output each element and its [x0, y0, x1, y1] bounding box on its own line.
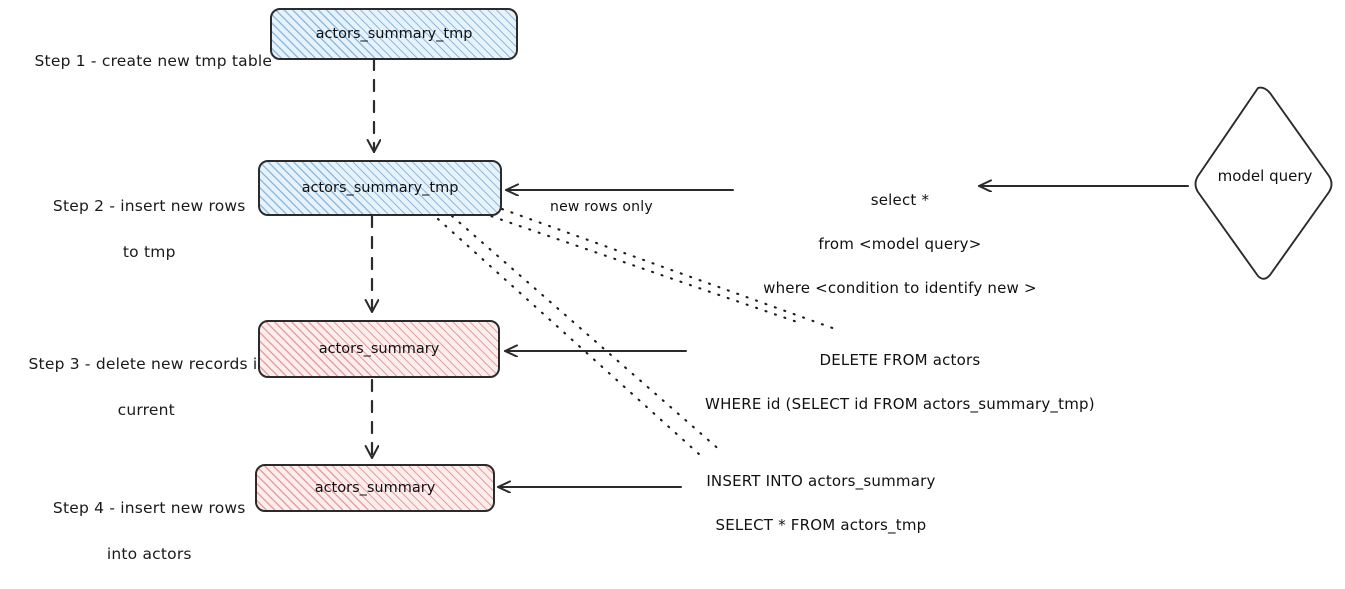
node-actors-summary-step3[interactable]: actors_summary — [258, 320, 500, 378]
delete-sql-line2: WHERE id (SELECT id FROM actors_summary_… — [705, 395, 1095, 413]
model-query-sql-line1: select * — [870, 191, 930, 209]
diagram-canvas: Step 1 - create new tmp table Step 2 - i… — [0, 8, 1333, 563]
step-2-label-line2: to tmp — [122, 243, 176, 261]
step-4-label-line2: into actors — [106, 545, 192, 563]
dotted-link-node2-to-delete-sql — [480, 207, 840, 332]
node-actors-summary-step4[interactable]: actors_summary — [255, 464, 495, 512]
model-query-sql-line2: from <model query> — [818, 235, 982, 253]
node-actors-summary-tmp-step1[interactable]: actors_summary_tmp — [270, 8, 518, 60]
annotation-delete-sql: DELETE FROM actors WHERE id (SELECT id F… — [680, 327, 1100, 437]
model-query-diamond[interactable] — [1194, 86, 1333, 280]
step-2-label-line1: Step 2 - insert new rows — [52, 197, 246, 215]
annotation-insert-sql: INSERT INTO actors_summary SELECT * FROM… — [680, 448, 942, 558]
node-label: actors_summary_tmp — [315, 26, 473, 42]
step-2-label: Step 2 - insert new rows to tmp — [14, 172, 264, 287]
connector-layer — [0, 57, 1333, 528]
step-1-label-line1: Step 1 - create new tmp table — [34, 52, 273, 70]
step-4-label: Step 4 - insert new rows into actors — [14, 474, 264, 589]
step-3-label: Step 3 - delete new records in current — [8, 330, 268, 445]
node-label: actors_summary — [314, 480, 436, 496]
node-actors-summary-tmp-step2[interactable]: actors_summary_tmp — [258, 160, 502, 216]
node-label: actors_summary_tmp — [301, 180, 459, 196]
node-label: actors_summary — [318, 341, 440, 357]
step-3-label-line1: Step 3 - delete new records in — [28, 355, 268, 373]
insert-sql-line2: SELECT * FROM actors_tmp — [715, 516, 927, 534]
annotation-model-query-sql: select * from <model query> where <condi… — [730, 167, 1050, 321]
model-query-label: model query — [1217, 167, 1313, 185]
step-1-label: Step 1 - create new tmp table — [14, 27, 272, 96]
step-4-label-line1: Step 4 - insert new rows — [52, 499, 246, 517]
step-3-label-line2: current — [117, 401, 175, 419]
insert-sql-line1: INSERT INTO actors_summary — [706, 472, 936, 490]
annotation-new-rows-only: new rows only — [550, 199, 653, 215]
model-query-sql-line3: where <condition to identify new > — [763, 279, 1037, 297]
dotted-link-node2-to-insert-sql — [436, 214, 724, 457]
delete-sql-line1: DELETE FROM actors — [819, 351, 981, 369]
